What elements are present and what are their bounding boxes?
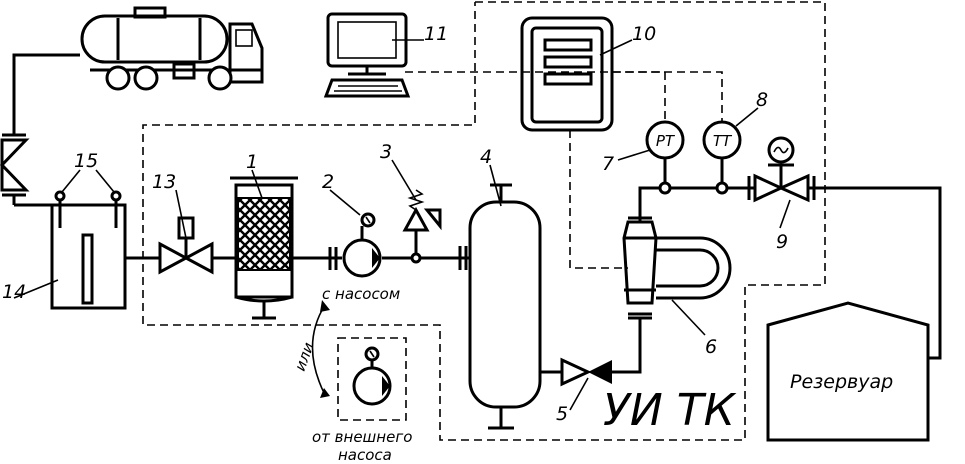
temperature-sensor-8	[702, 107, 759, 195]
gauge-labels: PT TT	[656, 132, 733, 150]
filter-1	[230, 169, 298, 320]
safety-valve-3	[391, 159, 442, 264]
control-valve-9	[747, 136, 816, 229]
external-pump-caption-1: от внешнего	[312, 428, 412, 446]
label-8: 8	[756, 89, 768, 111]
tt-label: TT	[713, 132, 733, 150]
captions: с насосом или от внешнего насоса Резерву…	[291, 285, 893, 464]
check-valve-5	[560, 357, 612, 411]
label-7: 7	[602, 153, 614, 175]
computing-unit-10	[520, 16, 633, 132]
label-1: 1	[246, 151, 258, 173]
label-11: 11	[424, 23, 448, 45]
label-10: 10	[632, 23, 656, 45]
tanker-line-valve	[0, 133, 30, 197]
computer-11	[323, 12, 424, 98]
item-labels: 1 2 3 4 5 6 7 8 9 10 11 13 14 15	[2, 23, 788, 425]
piping	[12, 53, 942, 374]
external-pump	[311, 300, 392, 406]
label-2: 2	[322, 171, 334, 193]
reservoir	[766, 301, 930, 442]
unit-code-label: УИ ТК	[603, 385, 737, 436]
pump-2	[328, 189, 382, 278]
label-15: 15	[74, 150, 98, 172]
or-caption: или	[291, 340, 318, 374]
pressure-sensor-7	[617, 120, 685, 195]
label-14: 14	[2, 281, 26, 303]
flowmeter-6	[622, 216, 732, 336]
pt-label: PT	[656, 132, 676, 150]
external-pump-caption-2: насоса	[338, 446, 392, 464]
reservoir-label: Резервуар	[790, 371, 893, 393]
label-6: 6	[705, 336, 717, 358]
label-13: 13	[152, 171, 176, 193]
label-5: 5	[556, 403, 568, 425]
with-pump-caption: с насосом	[322, 285, 400, 303]
tanker-truck	[80, 6, 264, 91]
label-4: 4	[480, 146, 492, 168]
label-9: 9	[776, 231, 788, 253]
dashed-boundaries	[142, 1, 826, 441]
label-3: 3	[380, 141, 392, 163]
valve-13	[158, 189, 214, 275]
vessel-4	[458, 164, 542, 430]
tank-14	[13, 169, 127, 310]
